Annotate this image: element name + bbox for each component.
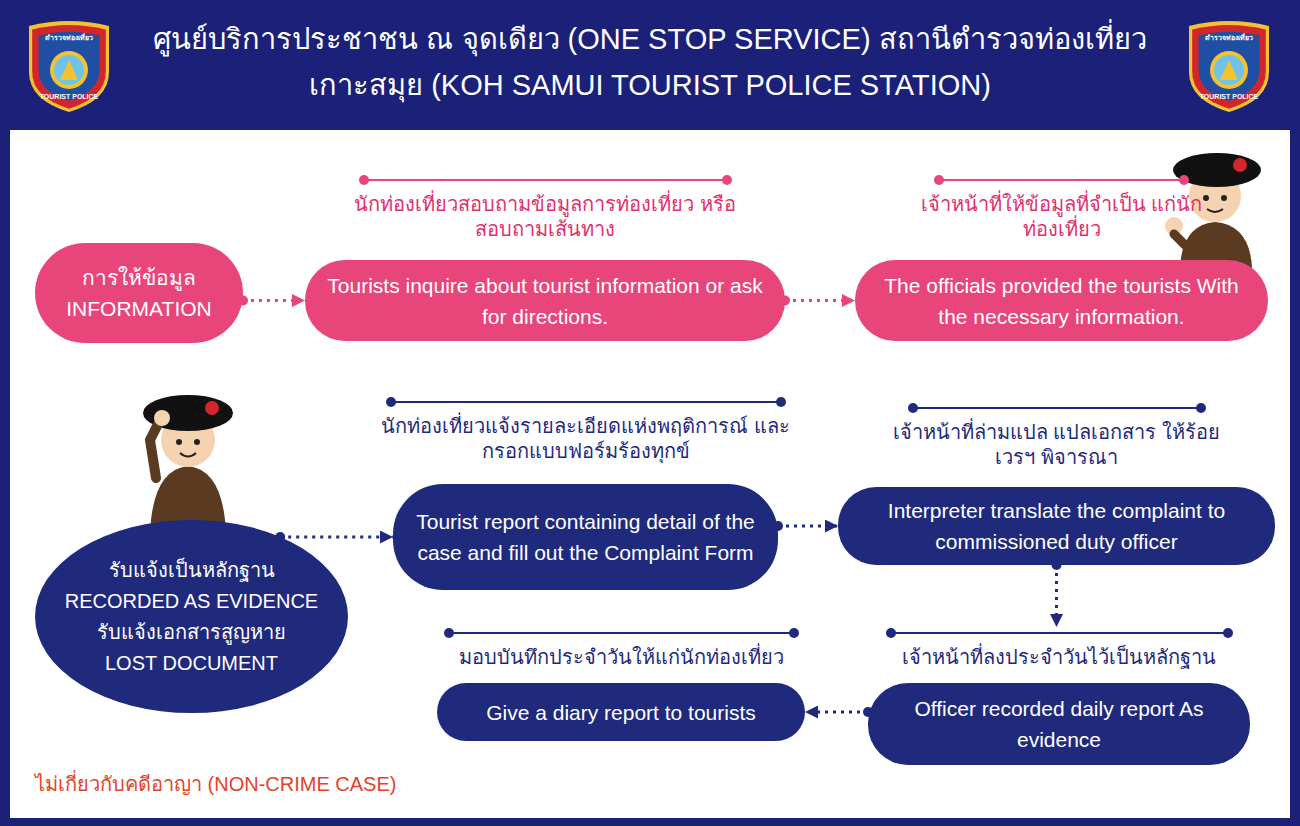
- box-text: การให้ข้อมูล: [82, 262, 196, 293]
- box-text: Officer recorded daily report As evidenc…: [884, 693, 1234, 755]
- rule-dot: [444, 628, 454, 638]
- police-badge: [1189, 21, 1269, 112]
- step-heading: นักท่องเที่ยวสอบถามข้อมูลการท่องเที่ยว ห…: [335, 192, 755, 242]
- pill-shape: Give a diary report to tourists: [437, 683, 805, 741]
- ellipse-shape: รับแจ้งเป็นหลักฐานRECORDED AS EVIDENCEรั…: [35, 520, 348, 713]
- pill-shape: The officials provided the tourists With…: [855, 260, 1268, 341]
- box-text: INFORMATION: [66, 293, 211, 324]
- step-box: เจ้าหน้าที่ให้ข้อมูลที่จำเป็น แก่นักท่อง…: [855, 174, 1268, 341]
- page-title: ศูนย์บริการประชาชน ณ จุดเดียว (ONE STOP …: [140, 16, 1160, 108]
- heading-rule: [386, 396, 786, 408]
- category-box: รับแจ้งเป็นหลักฐานRECORDED AS EVIDENCEรั…: [35, 520, 348, 713]
- officer-figure: [143, 395, 233, 535]
- badge-text: TOURIST POLICE: [1189, 92, 1269, 102]
- step-box: เจ้าหน้าที่ลงประจำวันไว้เป็นหลักฐานOffic…: [868, 627, 1250, 765]
- box-text: LOST DOCUMENT: [105, 648, 278, 679]
- police-badge: [29, 21, 109, 112]
- heading-rule: [886, 627, 1233, 639]
- rule-line: [391, 401, 781, 403]
- box-text: รับแจ้งเอกสารสูญหาย: [97, 617, 286, 648]
- step-box: นักท่องเที่ยวแจ้งรายละเอียดแห่งพฤติการณ์…: [393, 396, 778, 590]
- dotted-arrow: [243, 299, 305, 302]
- heading-rule: [359, 174, 732, 186]
- box-text: Interpreter translate the complaint to c…: [854, 495, 1259, 557]
- badge-text: TOURIST POLICE: [29, 92, 109, 102]
- rule-line: [939, 179, 1184, 181]
- dotted-arrow: [805, 711, 868, 714]
- heading-rule: [908, 402, 1206, 414]
- rule-dot: [359, 175, 369, 185]
- dotted-arrow: [785, 299, 855, 302]
- box-text: Give a diary report to tourists: [486, 697, 756, 728]
- dotted-arrow: [778, 525, 838, 528]
- rule-line: [449, 632, 794, 634]
- box-text: Tourist report containing detail of the …: [409, 506, 762, 568]
- category-box: การให้ข้อมูลINFORMATION: [35, 243, 243, 343]
- note-text: ไม่เกี่ยวกับคดีอาญา (NON-CRIME CASE): [35, 773, 555, 796]
- pill-shape: การให้ข้อมูลINFORMATION: [35, 243, 243, 343]
- rule-dot: [886, 628, 896, 638]
- rule-dot: [1179, 175, 1189, 185]
- rule-dot: [934, 175, 944, 185]
- step-heading: เจ้าหน้าที่ลงประจำวันไว้เป็นหลักฐาน: [864, 645, 1254, 670]
- step-heading: นักท่องเที่ยวแจ้งรายละเอียดแห่งพฤติการณ์…: [366, 414, 806, 464]
- step-box: นักท่องเที่ยวสอบถามข้อมูลการท่องเที่ยว ห…: [305, 174, 785, 341]
- rule-dot: [386, 397, 396, 407]
- rule-dot: [789, 628, 799, 638]
- box-text: The officials provided the tourists With…: [871, 270, 1252, 332]
- step-heading: มอบบันทึกประจำวันให้แก่นักท่องเที่ยว: [426, 645, 816, 670]
- heading-rule: [444, 627, 799, 639]
- pill-shape: Officer recorded daily report As evidenc…: [868, 683, 1250, 765]
- step-heading: เจ้าหน้าที่ให้ข้อมูลที่จำเป็น แก่นักท่อง…: [912, 192, 1212, 242]
- rule-dot: [1223, 628, 1233, 638]
- box-text: รับแจ้งเป็นหลักฐาน: [109, 555, 275, 586]
- dotted-arrow: [280, 536, 393, 539]
- rule-dot: [908, 403, 918, 413]
- rule-line: [364, 179, 727, 181]
- rule-dot: [722, 175, 732, 185]
- rule-line: [891, 632, 1228, 634]
- pill-shape: Tourists inquire about tourist informati…: [305, 260, 785, 341]
- rule-dot: [776, 397, 786, 407]
- heading-rule: [934, 174, 1189, 186]
- content-panel: [10, 130, 1290, 818]
- step-box: มอบบันทึกประจำวันให้แก่นักท่องเที่ยวGive…: [437, 627, 805, 741]
- rule-line: [913, 407, 1201, 409]
- pill-shape: Interpreter translate the complaint to c…: [838, 487, 1275, 565]
- badge-text: ตำรวจท่องเที่ยว: [29, 33, 109, 43]
- badge-text: ตำรวจท่องเที่ยว: [1189, 33, 1269, 43]
- box-text: RECORDED AS EVIDENCE: [65, 586, 318, 617]
- step-box: เจ้าหน้าที่ล่ามแปล แปลเอกสาร ให้ร้อยเวรฯ…: [838, 402, 1275, 565]
- step-heading: เจ้าหน้าที่ล่ามแปล แปลเอกสาร ให้ร้อยเวรฯ…: [892, 420, 1222, 470]
- box-text: Tourists inquire about tourist informati…: [321, 270, 769, 332]
- dotted-arrow: [1055, 565, 1058, 627]
- rule-dot: [1196, 403, 1206, 413]
- pill-shape: Tourist report containing detail of the …: [393, 484, 778, 590]
